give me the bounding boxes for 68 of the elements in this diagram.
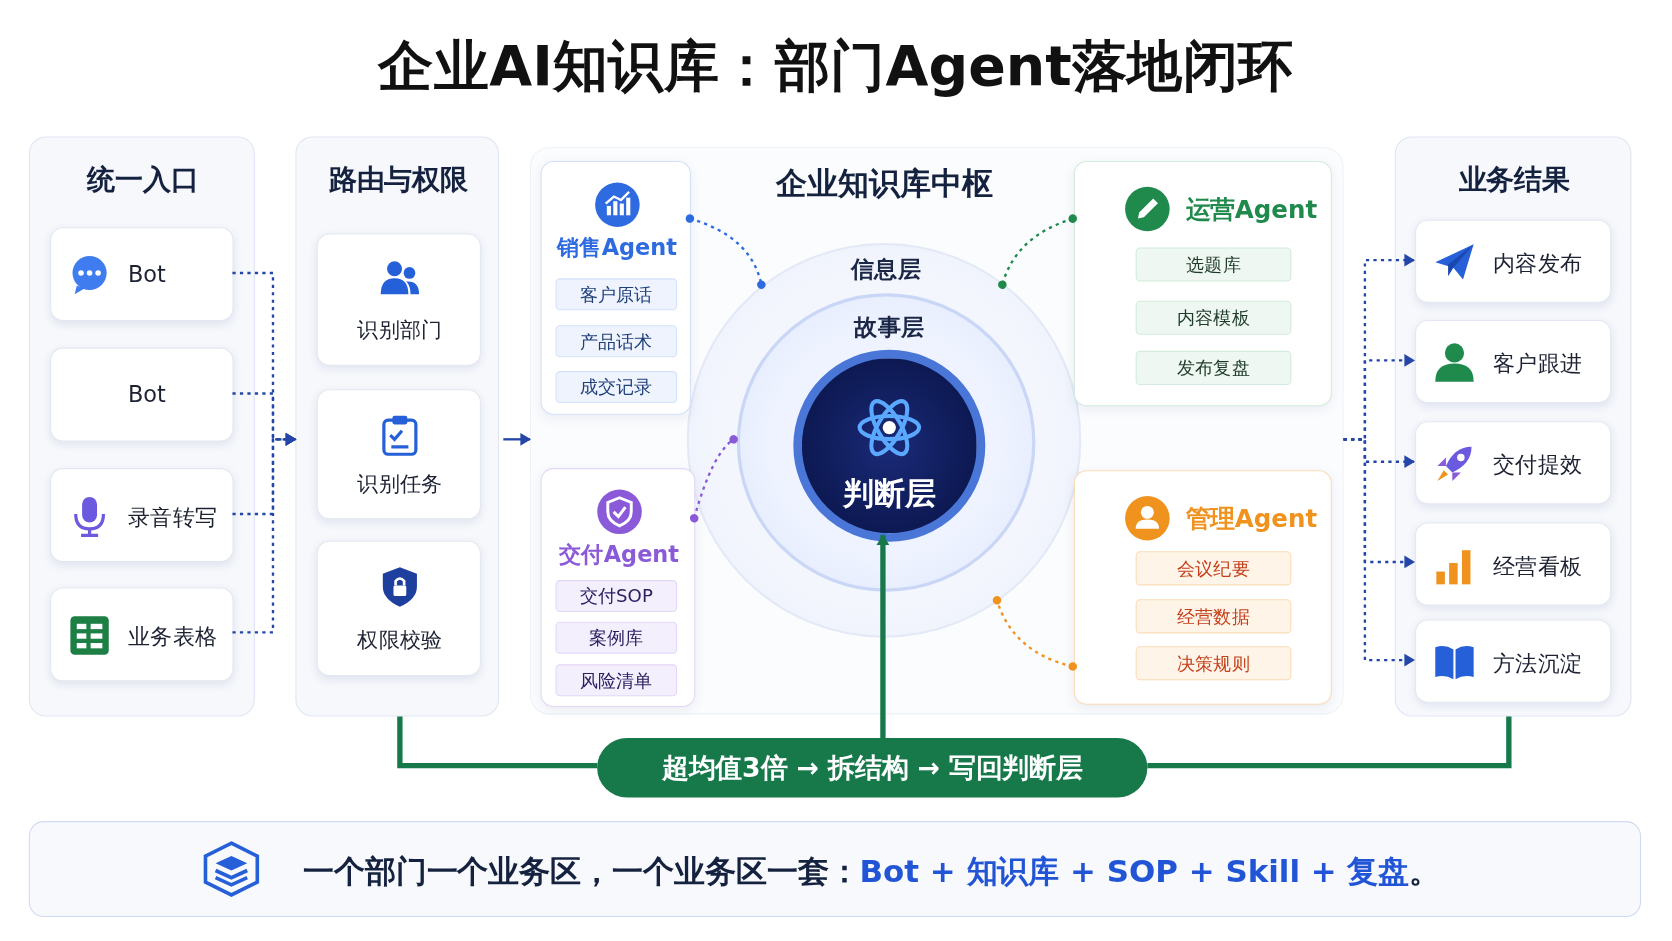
column-panel <box>1394 136 1632 717</box>
agent-title: 运营Agent <box>1185 194 1318 225</box>
agent-card <box>540 161 691 415</box>
item-card <box>50 587 234 682</box>
layer-label: 故事层 <box>852 312 926 343</box>
connector <box>397 716 598 769</box>
item-card <box>1415 522 1612 606</box>
arrow <box>876 534 890 738</box>
arrow <box>503 432 532 446</box>
tag-chip: 决策规则 <box>1135 646 1292 681</box>
title: 企业AI知识库：部门Agent落地闭环 <box>376 33 1295 101</box>
item-label: 录音转写 <box>127 503 218 532</box>
agent-card <box>1073 470 1332 705</box>
step-label: 权限校验 <box>356 626 444 655</box>
item-card <box>1415 421 1612 505</box>
agent-title: 销售Agent <box>555 233 678 263</box>
tag-chip: 风险清单 <box>555 664 678 697</box>
agent-card <box>540 468 696 707</box>
step-card <box>316 389 481 520</box>
item-label: Bot <box>127 261 166 287</box>
connector <box>685 214 766 289</box>
item-card <box>1415 319 1612 404</box>
item-card <box>1415 619 1612 703</box>
summary-banner <box>28 821 1642 918</box>
agent-title: 管理Agent <box>1185 503 1318 535</box>
item-label: 客户跟进 <box>1492 349 1583 379</box>
arrow <box>1343 438 1415 667</box>
connector <box>998 214 1077 289</box>
tag-chip: 客户原话 <box>555 278 678 311</box>
panel-title: 业务结果 <box>1457 162 1571 198</box>
column-panel <box>295 136 500 717</box>
tag-chip: 会议纪要 <box>1135 551 1292 586</box>
item-label: 方法沉淀 <box>1492 649 1583 679</box>
tag-chip: 内容模板 <box>1135 300 1292 335</box>
connector <box>992 596 1077 671</box>
summary-text: 一个部门一个业务区，一个业务区一套：Bot + 知识库 + SOP + Skill + 复盘。 <box>302 852 1441 892</box>
agent-title: 交付Agent <box>558 540 680 570</box>
item-card <box>1415 219 1612 303</box>
item-label: Bot <box>127 381 166 408</box>
arrow <box>232 432 297 634</box>
item-label: 业务表格 <box>127 622 218 652</box>
tag-chip: 成交记录 <box>555 371 678 404</box>
item-label: 内容发布 <box>1492 249 1583 279</box>
tag-chip: 产品话术 <box>555 325 678 358</box>
item-card <box>50 468 234 562</box>
core-label: 判断层 <box>841 474 937 514</box>
tag-chip: 选题库 <box>1135 247 1292 282</box>
step-label: 识别部门 <box>356 315 444 345</box>
panel-title: 统一入口 <box>85 162 200 198</box>
connector <box>689 435 738 523</box>
agent-card <box>1073 161 1332 407</box>
item-label: 交付提效 <box>1492 451 1583 480</box>
tag-chip: 案例库 <box>555 621 678 654</box>
step-card <box>316 233 481 366</box>
panel-title: 路由与权限 <box>327 162 469 198</box>
column-panel <box>28 136 255 717</box>
feedback-pill: 超均值3倍 → 拆结构 → 写回判断层 <box>597 737 1148 798</box>
step-card <box>316 540 481 677</box>
layer-label: 信息层 <box>849 254 923 285</box>
tag-chip: 经营数据 <box>1135 599 1292 634</box>
item-card <box>50 227 234 321</box>
hub-panel <box>529 147 1344 715</box>
connector <box>1147 716 1512 769</box>
tag-chip: 交付SOP <box>555 580 678 613</box>
item-label: 经营看板 <box>1492 552 1583 581</box>
item-card <box>50 347 234 442</box>
step-label: 识别任务 <box>356 469 444 498</box>
tag-chip: 发布复盘 <box>1135 350 1292 385</box>
